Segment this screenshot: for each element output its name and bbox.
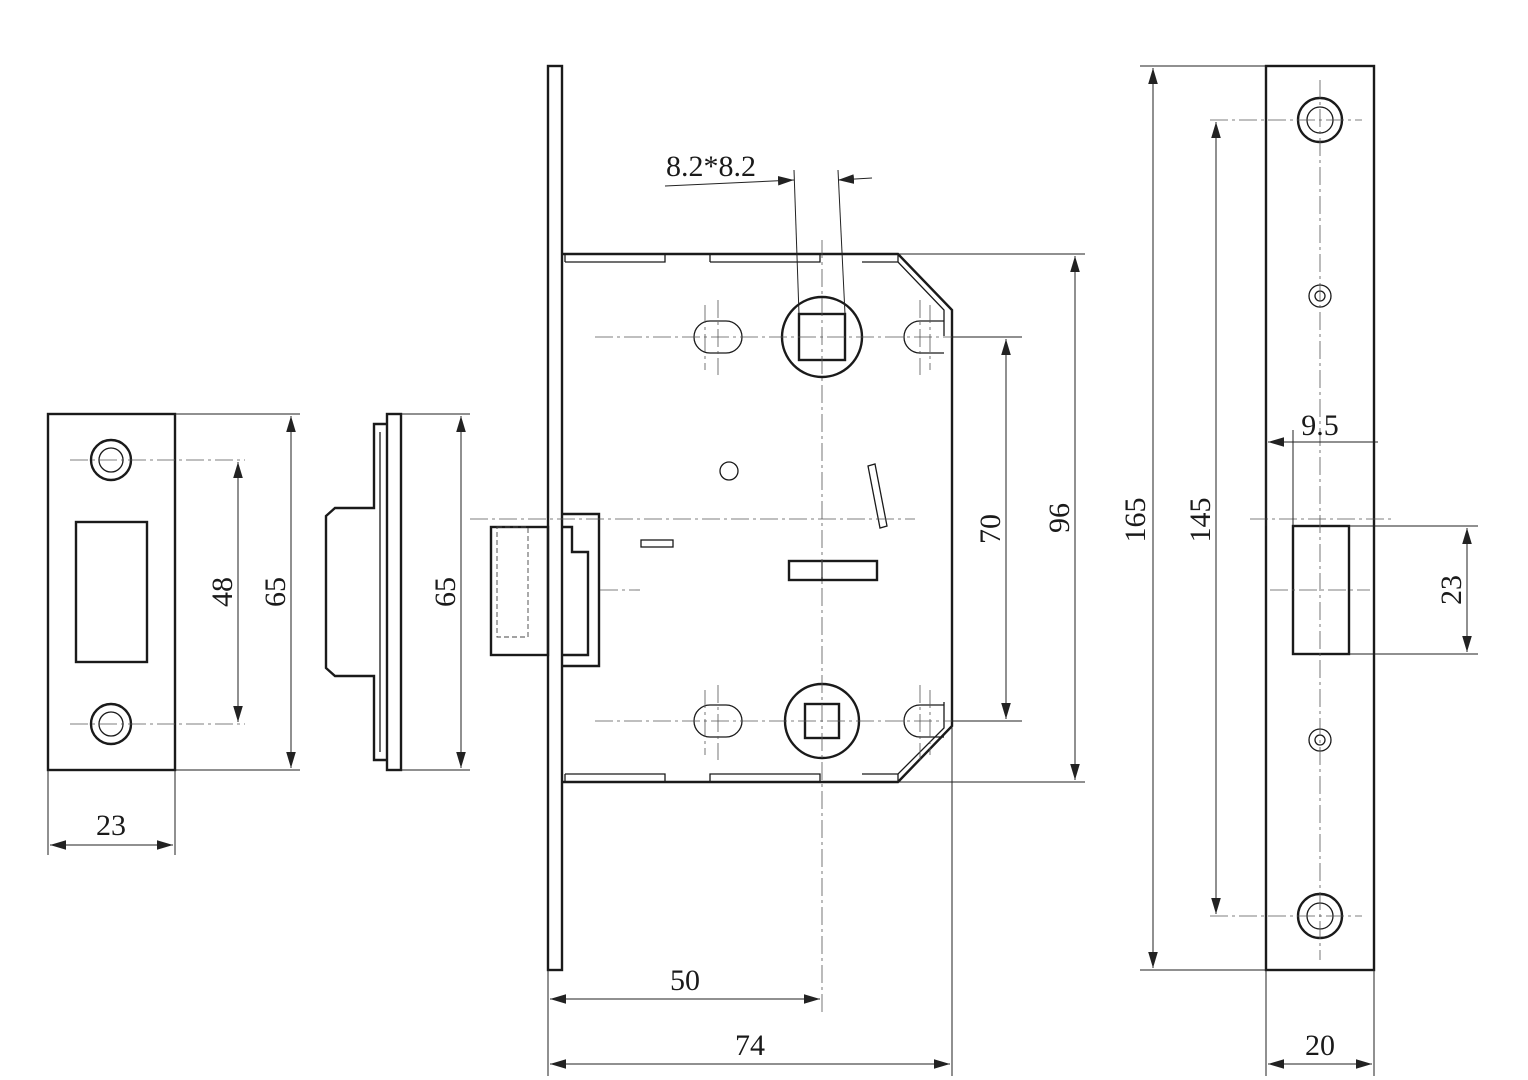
dim-label-48: 48 xyxy=(206,577,239,607)
dim-label-23-latch: 23 xyxy=(1435,575,1468,605)
keeper-flange xyxy=(385,412,403,772)
latch-lever xyxy=(787,559,879,582)
strike-plate-latch-opening xyxy=(74,520,149,664)
pivot-hole xyxy=(719,461,739,481)
dimension-spindle-square: 8.2*8.2 xyxy=(664,150,873,315)
dimension-faceplate-width: 20 xyxy=(1265,970,1375,1076)
strike-plate-outline xyxy=(46,412,177,772)
dimension-latch-offset: 9.5 xyxy=(1265,409,1378,526)
dimension-strike-plate-height: 65 xyxy=(175,413,300,771)
dimension-keeper-height: 65 xyxy=(401,413,470,771)
slot-marker xyxy=(640,539,674,548)
dim-label-96: 96 xyxy=(1043,503,1076,533)
strike-plate xyxy=(46,412,245,772)
dim-label-20: 20 xyxy=(1305,1029,1335,1062)
latch-bolt xyxy=(489,512,601,668)
keeper-side-view xyxy=(324,412,403,772)
dimension-backset: 50 xyxy=(547,964,820,1076)
lock-body xyxy=(470,64,1022,1015)
dim-label-165: 165 xyxy=(1119,498,1152,543)
lock-case-outline xyxy=(562,252,954,784)
keeper-box xyxy=(324,422,387,762)
mounting-slot xyxy=(903,320,944,354)
dimension-strike-plate-hole-spacing: 48 xyxy=(206,462,243,722)
dim-label-9-5: 9.5 xyxy=(1301,409,1339,442)
faceplate-front-view xyxy=(1210,64,1392,972)
spring-tab xyxy=(867,463,888,529)
dimension-faceplate-hole-spacing: 145 xyxy=(1184,122,1221,914)
dimension-spindle-spacing: 70 xyxy=(952,336,1022,722)
dim-label-145: 145 xyxy=(1184,498,1217,543)
dim-label-65-strike: 65 xyxy=(259,577,292,607)
dim-label-70: 70 xyxy=(974,514,1007,544)
dimension-lock-depth: 74 xyxy=(550,726,953,1076)
dim-label-74: 74 xyxy=(735,1029,765,1062)
mounting-slot xyxy=(903,704,944,738)
dimension-lock-height: 96 xyxy=(898,253,1085,783)
dimension-latch-height: 23 xyxy=(1349,525,1478,655)
lock-faceplate-side xyxy=(546,64,564,972)
dim-label-65-keeper: 65 xyxy=(429,577,462,607)
dimension-strike-plate-width: 23 xyxy=(47,770,176,855)
dim-label-50: 50 xyxy=(670,964,700,997)
dim-label-spindle-square: 8.2*8.2 xyxy=(666,150,756,183)
dim-label-23-width: 23 xyxy=(96,809,126,842)
dimension-faceplate-height: 165 xyxy=(1119,65,1266,971)
